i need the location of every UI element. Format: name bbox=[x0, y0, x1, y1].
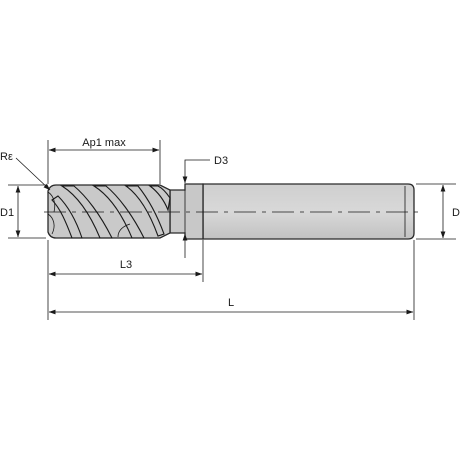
d3-label: D3 bbox=[214, 155, 228, 167]
re-label: Rε bbox=[0, 151, 13, 163]
tool-body bbox=[44, 183, 420, 240]
shank bbox=[202, 183, 415, 240]
d-dimension: D bbox=[440, 184, 460, 239]
ap1-max-dimension: Ap1 max bbox=[48, 137, 160, 153]
d-label: D bbox=[452, 207, 460, 219]
neck bbox=[169, 183, 204, 240]
l3-dimension: L3 bbox=[48, 259, 203, 277]
d3-dimension: D3 bbox=[182, 155, 228, 258]
ap1-max-label: Ap1 max bbox=[82, 137, 126, 149]
d1-label: D1 bbox=[0, 207, 14, 219]
extension-lines bbox=[8, 140, 456, 320]
l-dimension: L bbox=[48, 297, 414, 315]
helical-flutes bbox=[47, 185, 171, 239]
l-label: L bbox=[228, 297, 234, 309]
d1-dimension: D1 bbox=[0, 185, 21, 238]
flute-section bbox=[47, 184, 171, 239]
re-dimension: Rε bbox=[0, 151, 51, 191]
l3-label: L3 bbox=[120, 259, 132, 271]
